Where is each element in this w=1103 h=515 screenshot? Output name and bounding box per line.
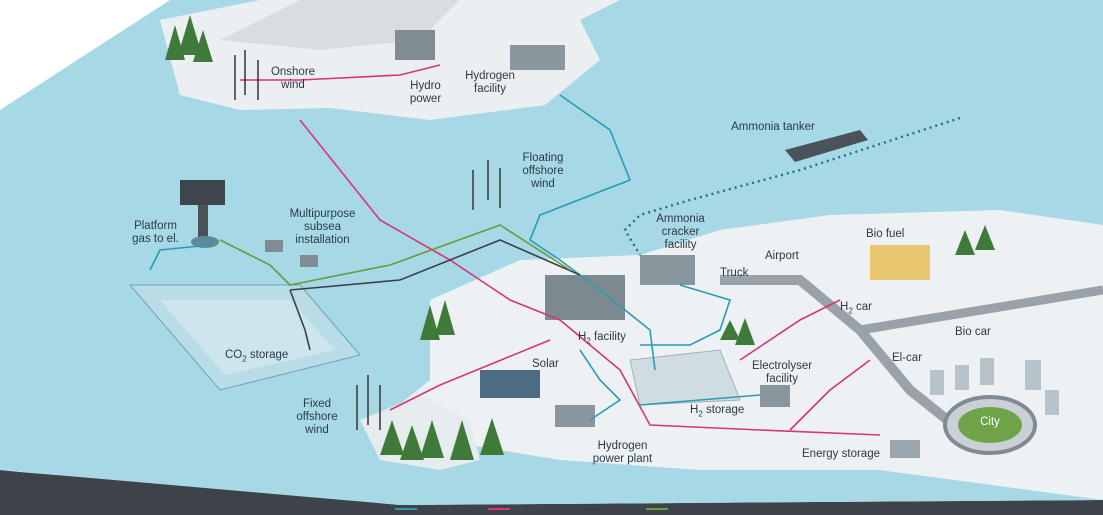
platform-leg (198, 205, 208, 240)
label-h2-car: H2 car (840, 301, 872, 316)
subsea-module (265, 240, 283, 252)
terrain-base (0, 470, 1103, 515)
label-bio-fuel: Bio fuel (866, 228, 905, 240)
legend-label: Natural gas (674, 503, 726, 515)
hydrogen-pipeline (640, 284, 732, 346)
fixed-wind-turbines (356, 375, 381, 430)
label-h2-facility: H2 facility (578, 331, 626, 346)
road-branch (859, 285, 1103, 335)
building (1025, 360, 1041, 390)
legend-label: CO (609, 503, 625, 515)
co2-storage-pit-inner (160, 300, 335, 375)
energy-storage-unit (890, 440, 920, 458)
label-multipurpose-subsea: Multipurpose subsea installation (289, 208, 356, 246)
electricity-line (739, 299, 841, 361)
hydrogen-pipeline (639, 394, 761, 406)
electrolyser-building (760, 385, 790, 407)
city-center (958, 407, 1022, 443)
legend-item-co2: CO (581, 504, 624, 515)
legend-item-hydrogen: Hydrogen (395, 504, 466, 515)
building (930, 370, 944, 395)
hydrogen-power-plant-building (555, 405, 595, 427)
label-ammonia-cracker: Ammonia cracker facility (656, 213, 705, 251)
legend: Hydrogen Electricity CO Natural gas (395, 503, 725, 515)
label-bio-car: Bio car (955, 326, 991, 338)
building (1045, 390, 1059, 415)
label-hydrogen-facility: Hydrogen facility (465, 70, 515, 95)
onshore-wind-turbines (234, 50, 259, 100)
solar-panels (480, 370, 540, 398)
natural-gas-pipeline (219, 224, 571, 286)
floating-wind-turbines (472, 160, 501, 210)
building (955, 365, 969, 390)
legend-swatch-hydrogen (395, 508, 417, 510)
legend-swatch-natural-gas (646, 508, 669, 510)
subsea-module (300, 255, 318, 267)
electricity-line (389, 339, 551, 411)
ammonia-cracker-building (640, 255, 695, 285)
label-city: City (980, 416, 1000, 428)
label-platform-gas: Platform gas to el. (132, 220, 179, 245)
legend-item-electricity: Electricity (488, 504, 559, 515)
label-el-car: El-car (892, 352, 923, 364)
hydro-power-building (395, 30, 435, 60)
label-truck: Truck (720, 267, 749, 279)
label-ammonia-tanker: Ammonia tanker (731, 121, 815, 133)
label-energy-storage: Energy storage (802, 448, 880, 460)
label-hydro-power: Hydro power (409, 80, 442, 105)
label-fixed-offshore-wind: Fixed offshore wind (296, 398, 338, 436)
electricity-line (559, 319, 881, 436)
co2-pipeline (289, 239, 581, 291)
co2-pipeline (289, 289, 311, 351)
bio-fuel-field (870, 245, 930, 280)
label-onshore-wind: Onshore wind (270, 66, 316, 91)
platform-structure (180, 180, 225, 205)
label-co2-storage: CO2 storage (225, 349, 289, 364)
ammonia-tanker-ship (785, 130, 868, 162)
label-floating-offshore-wind: Floating offshore wind (522, 152, 564, 190)
hydrogen-pipeline (149, 244, 211, 271)
legend-swatch-electricity (488, 508, 511, 510)
label-electrolyser: Electrolyser facility (752, 360, 813, 385)
legend-item-natural-gas: Natural gas (646, 504, 725, 515)
building (980, 358, 994, 385)
platform-base (191, 236, 219, 248)
hydrogen-facility-building (510, 45, 565, 70)
electricity-line (240, 64, 441, 81)
label-h2-storage: H2 storage (690, 404, 745, 419)
hydrogen-pipeline (579, 349, 622, 421)
hydrogen-pipeline (529, 94, 656, 371)
electricity-line (789, 359, 871, 431)
h2-storage-pit (629, 349, 741, 406)
label-solar: Solar (532, 358, 559, 370)
label-airport: Airport (765, 250, 799, 262)
legend-label: Hydrogen (423, 503, 467, 515)
forest (165, 15, 995, 460)
h2-facility-building (545, 275, 625, 320)
legend-label: Electricity (516, 503, 560, 515)
legend-swatch-co2 (581, 508, 604, 510)
label-hydrogen-power-plant: Hydrogen power plant (592, 440, 653, 465)
ammonia-route (623, 116, 961, 256)
